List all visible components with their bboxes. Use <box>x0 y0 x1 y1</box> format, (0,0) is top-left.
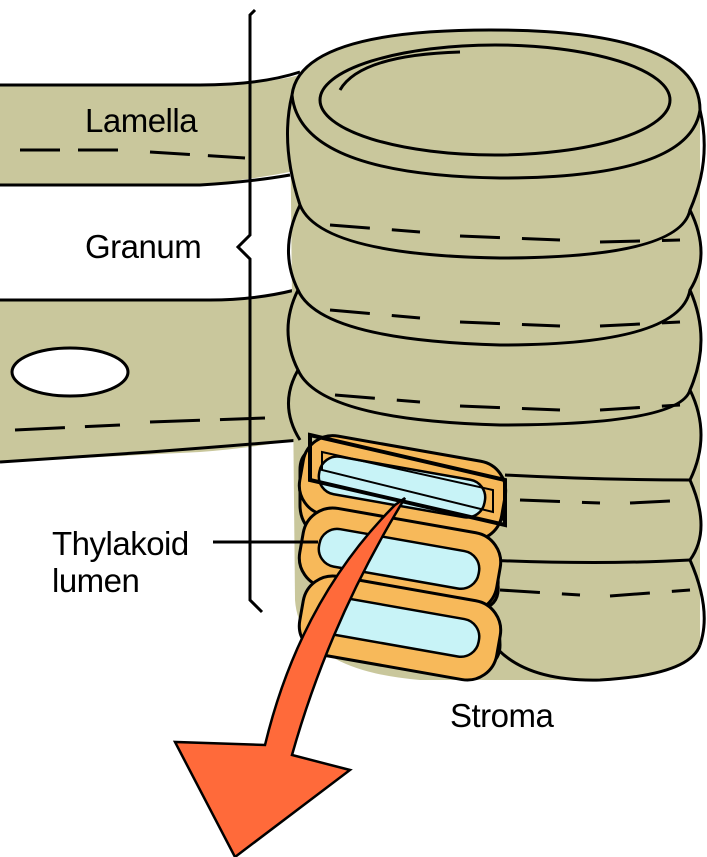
zoom-arrow <box>175 498 405 857</box>
thylakoid-label: Thylakoid <box>52 525 189 562</box>
lamella-label: Lamella <box>85 102 198 139</box>
lumen-label: lumen <box>52 562 139 599</box>
lower-lamella <box>0 290 300 462</box>
stroma-label: Stroma <box>450 697 555 734</box>
lamella-hole <box>12 348 128 396</box>
granum-label: Granum <box>85 228 201 265</box>
